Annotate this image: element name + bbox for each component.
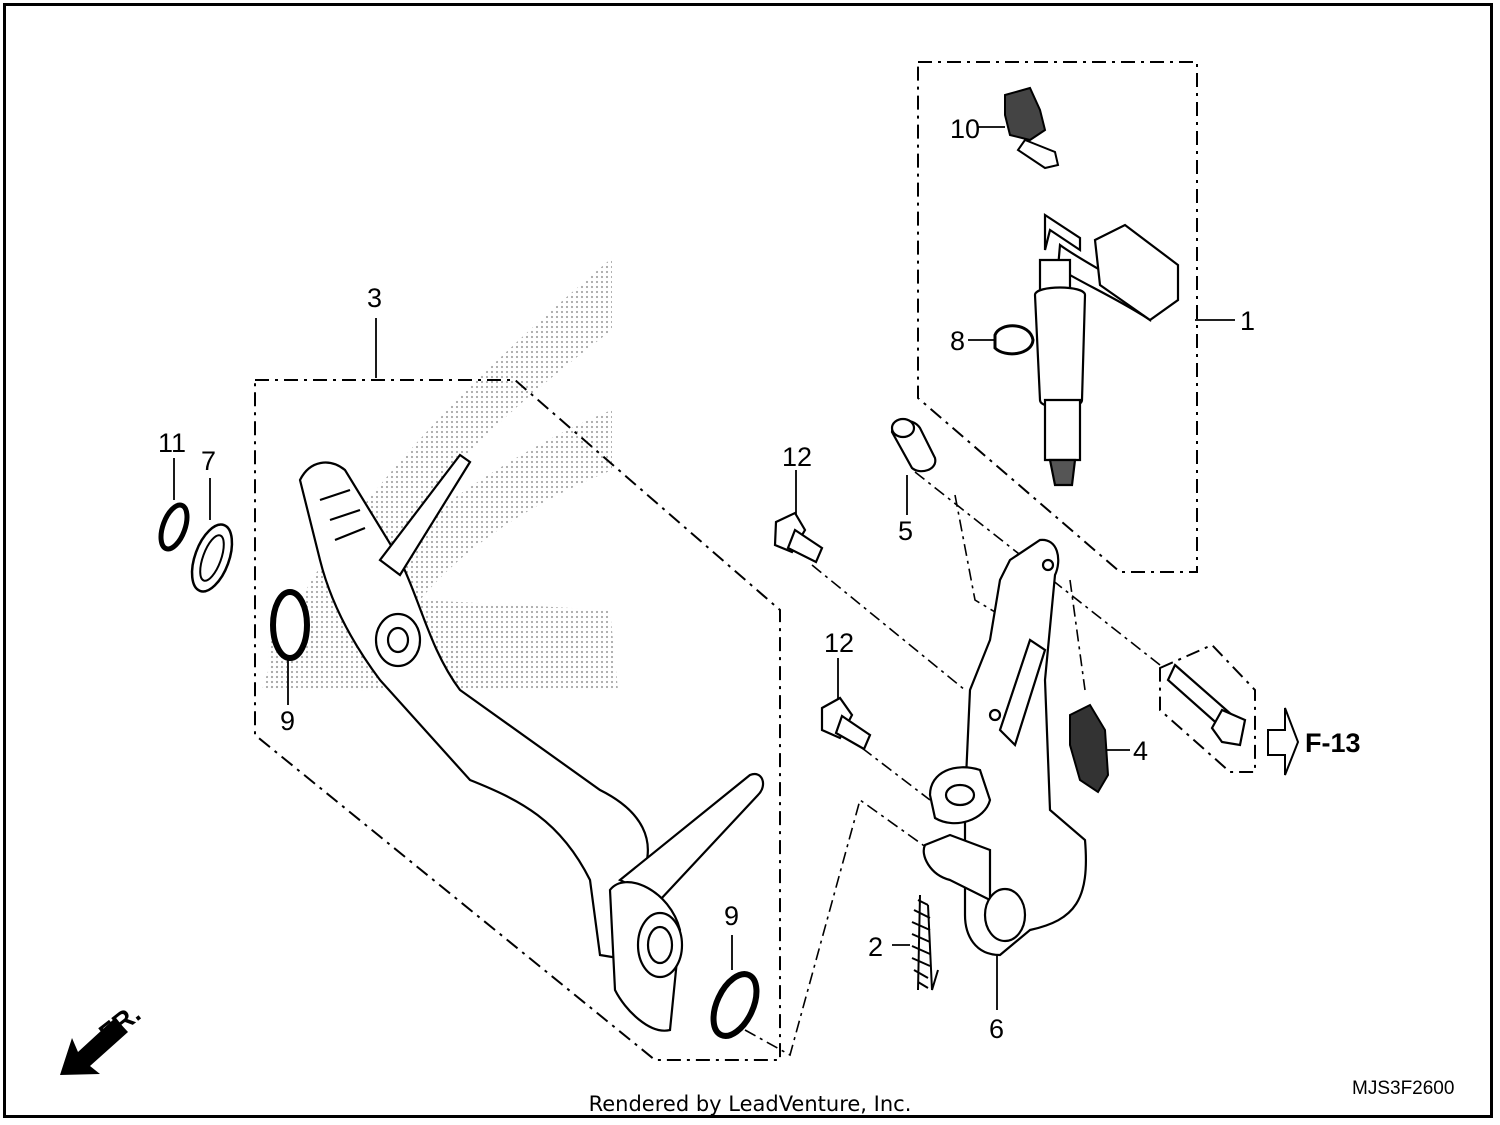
drawing-code: MJS3F2600 bbox=[1352, 1078, 1454, 1099]
washer-7 bbox=[190, 523, 234, 593]
bolt-group-box bbox=[1159, 643, 1256, 773]
bracket-6 bbox=[922, 538, 1087, 957]
bolt-f13-group bbox=[1166, 663, 1247, 747]
cap-4 bbox=[1069, 703, 1110, 794]
callout-10: 10 bbox=[950, 114, 980, 144]
callout-11: 11 bbox=[158, 428, 186, 458]
front-direction-arrow bbox=[60, 1018, 128, 1075]
clip-11 bbox=[158, 502, 190, 552]
callout-2: 2 bbox=[868, 932, 883, 962]
callout-9-upper: 9 bbox=[280, 706, 295, 736]
callout-8: 8 bbox=[950, 326, 965, 356]
callout-5: 5 bbox=[898, 516, 913, 546]
diagram-frame bbox=[3, 3, 1493, 1118]
joint-10 bbox=[1004, 86, 1060, 170]
credit-line: Rendered by LeadVenture, Inc. bbox=[588, 1092, 912, 1116]
bolt-12-lower bbox=[820, 696, 872, 751]
callout-7: 7 bbox=[201, 446, 216, 476]
clip-8 bbox=[993, 324, 1035, 356]
switch-group-box bbox=[917, 61, 1198, 573]
callout-12-lower: 12 bbox=[824, 628, 854, 658]
seal-9-upper bbox=[270, 589, 310, 661]
seal-9-lower bbox=[710, 971, 760, 1039]
spring-2 bbox=[911, 894, 939, 991]
callout-12-upper: 12 bbox=[782, 442, 812, 472]
callout-9-lower: 9 bbox=[724, 901, 739, 931]
reference-label: F-13 bbox=[1305, 728, 1361, 758]
callout-4: 4 bbox=[1133, 736, 1148, 766]
brake-pedal-part bbox=[298, 453, 765, 1032]
bolt-12-upper bbox=[773, 511, 824, 564]
callout-1: 1 bbox=[1240, 306, 1255, 336]
reference-arrow bbox=[1267, 707, 1300, 776]
brake-switch-1 bbox=[1033, 212, 1180, 487]
callout-6: 6 bbox=[989, 1014, 1004, 1044]
collar-5 bbox=[890, 417, 937, 473]
callout-3: 3 bbox=[367, 283, 382, 313]
